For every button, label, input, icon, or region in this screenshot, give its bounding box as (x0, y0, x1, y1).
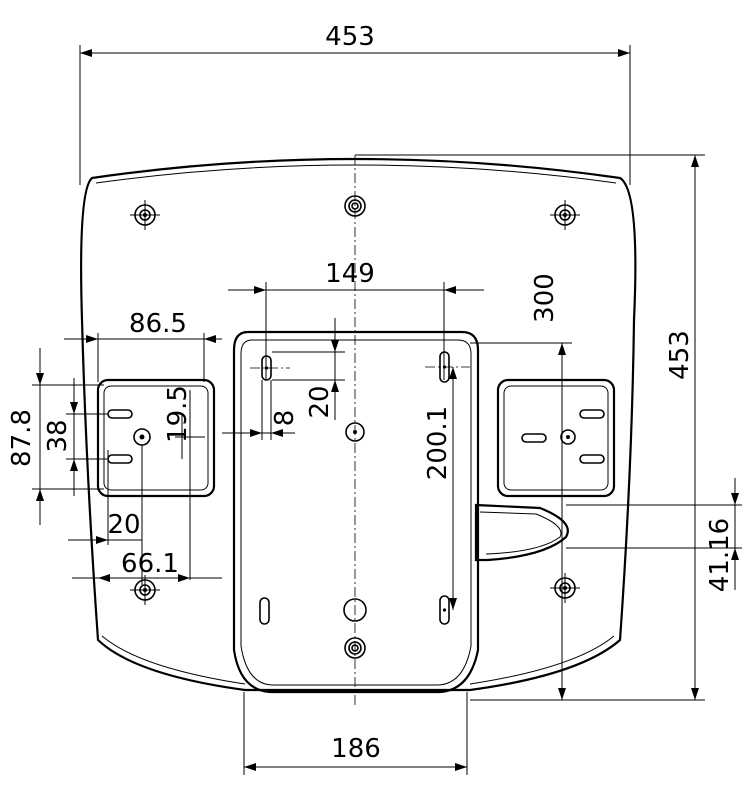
dim-side-pad-inner: 38 (43, 419, 73, 452)
corner-screws (130, 200, 580, 605)
right-side-pad (496, 378, 616, 498)
right-pad-hole (560, 429, 576, 445)
dim-slot-offset-y: 20 (305, 385, 335, 418)
dim-handle-height: 41.16 (705, 518, 735, 592)
dim-overall-height: 453 (665, 330, 695, 380)
center-plate (232, 330, 480, 694)
screw-top-left (130, 200, 160, 230)
left-pad-slot-lower (107, 454, 133, 464)
center-hole (345, 422, 365, 442)
right-pad-slot-middle (521, 433, 547, 443)
screw-bottom-right (550, 573, 580, 603)
slot-bottom-left (259, 597, 270, 625)
bottom-hole (343, 598, 367, 622)
dim-rear-plate-width: 186 (331, 734, 381, 764)
top-fastener (344, 195, 366, 217)
dim-slot-width: 8 (270, 410, 300, 427)
dimension-lines (32, 45, 742, 775)
right-pad-slot-upper (579, 409, 605, 419)
dim-side-pad-offset: 20 (107, 510, 140, 540)
screw-top-right (550, 200, 580, 230)
dimension-labels: 453 453 186 149 300 200.1 20 8 86.5 87.8… (7, 22, 735, 764)
dim-slot-spacing-y: 200.1 (423, 406, 453, 480)
center-plate-features (250, 351, 470, 659)
dim-side-pad-width: 86.5 (129, 309, 187, 339)
dim-side-pad-height: 87.8 (7, 409, 37, 467)
left-side-pad (96, 378, 216, 498)
dim-side-pad-hole: 19.5 (163, 385, 193, 443)
dim-slot-to-edge-y: 300 (530, 273, 560, 323)
bottom-fastener (344, 637, 366, 659)
dim-overall-width: 453 (325, 22, 375, 52)
dim-slot-spacing-x: 149 (325, 259, 375, 289)
slot-bottom-right (439, 595, 450, 625)
screw-bottom-left (130, 575, 160, 605)
dim-side-pad-hole-x: 66.1 (121, 549, 179, 579)
base-plate (80, 157, 637, 692)
handle (474, 503, 569, 562)
left-pad-slot-upper (107, 409, 133, 419)
right-pad-slot-lower (579, 454, 605, 464)
